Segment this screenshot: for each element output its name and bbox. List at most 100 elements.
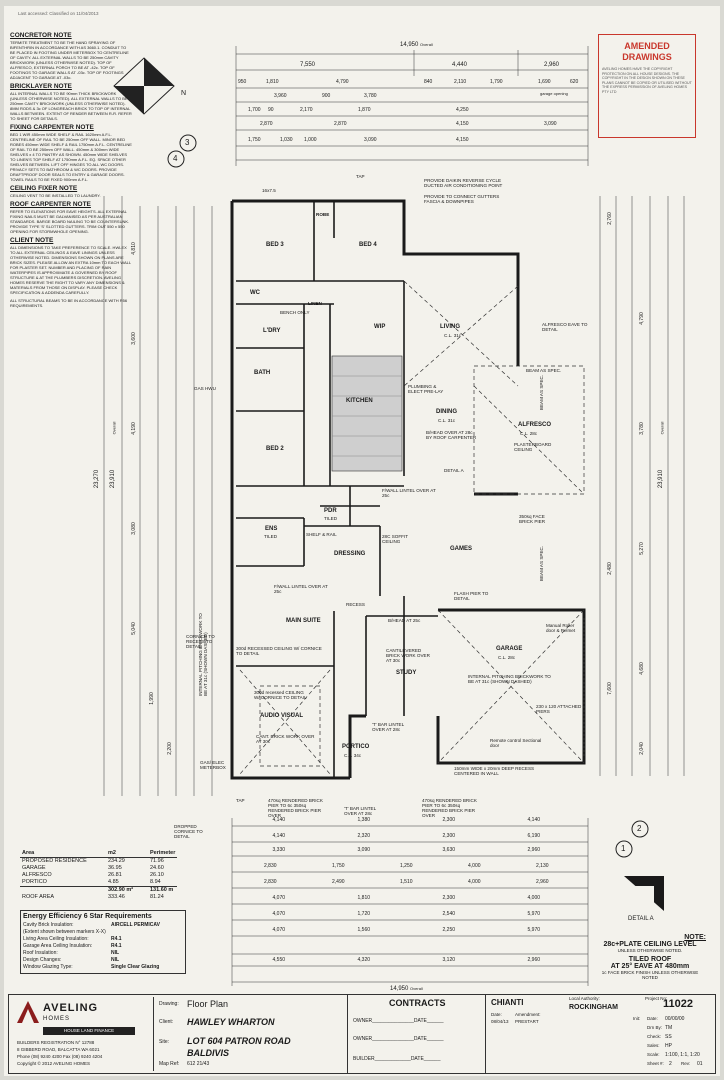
company-phone: Phone (08) 9240 4200 Fax (08) 9240 4204 <box>17 1054 103 1059</box>
company-copyright: Copyright © 2012 AVELING HOMES <box>17 1061 91 1066</box>
area-cell: 71.96 <box>150 858 164 864</box>
client-value: HAWLEY WHARTON <box>187 1017 275 1027</box>
area-header-area: Area <box>22 850 35 856</box>
mapref-label: Map Ref: <box>159 1061 180 1067</box>
detail-a-icon <box>624 876 664 911</box>
garage-opening-label: garage opening <box>540 91 568 96</box>
bottom-dim-value: 1,750 <box>332 863 345 869</box>
ceiling-note-line3: TILED ROOF <box>628 956 672 963</box>
room-wc: WC <box>250 290 260 296</box>
dim-left-7: 5,040 <box>130 622 137 635</box>
room-bed-4: BED 4 <box>359 242 377 248</box>
t-bar-lintel-note-2: 'T' BAR LINTEL OVER AT 28c <box>372 722 404 732</box>
amend-text: PRESTART <box>515 1019 539 1024</box>
roof-area-label: ROOF AREA <box>22 894 55 900</box>
area-cell: 4.85 <box>108 879 119 885</box>
internal-pitching-vertical-note: INTERNAL PITCHING BRICKWORK TO BE AT 31c… <box>198 613 208 696</box>
energy-label: Design Changes: <box>23 957 62 963</box>
company-logo-block: AVELING HOMES HOUSE LAND FINANCE BUILDER… <box>13 997 154 1071</box>
dim-right-5: 5,270 <box>638 542 645 555</box>
note-body: TERMITE TREATMENT TO BE THE HAND SPRAYIN… <box>10 40 129 80</box>
overall-width-bottom: 14,950 Overall <box>390 986 423 992</box>
mapref-value: 612 21/43 <box>187 1061 210 1067</box>
dim-top-r4-1: 90 <box>268 107 274 113</box>
ceiling-note-line1: 28c+PLATE CEILING LEVEL <box>603 941 697 948</box>
sales-label: Sales: <box>647 1043 660 1048</box>
dim-left-8: 1,990 <box>148 692 155 705</box>
bottom-dim-value: 2,540 <box>442 911 456 917</box>
bottom-dim-value: 4,550 <box>272 957 286 963</box>
area-cell: GARAGE <box>22 865 46 871</box>
dim-top-2: 4,440 <box>452 62 468 68</box>
beam-spec-1: BEAM AS SPEC. <box>526 368 562 373</box>
energy-label: Cavity Brick Insulation: <box>23 922 74 928</box>
section-marker-4-icon <box>167 150 185 168</box>
bottom-dim-value: 3,090 <box>357 847 371 853</box>
area-total-m2: 302.90 m² <box>108 887 134 893</box>
plumbing-note: PLUMBING & ELECT PRE-LAY <box>408 384 444 394</box>
roof-area-perimeter: 81.24 <box>150 894 164 900</box>
alfresco-eave-note: ALFRESCO EAVE TO DETAIL <box>542 322 588 332</box>
dim-top-r2-1: 1,810 <box>266 79 279 85</box>
amend-date: 08/04/13 <box>491 1019 509 1024</box>
bottom-dim-value: 4,000 <box>468 863 481 869</box>
company-address: 8 GIBBERD ROAD, BALCATTA WA 6021 <box>17 1047 100 1052</box>
room-games: GAMES <box>450 546 473 552</box>
locality-value: ROCKINGHAM <box>569 1004 618 1011</box>
dim-top-r5-0: 2,870 <box>260 121 273 127</box>
dim-top-r4-4: 4,250 <box>456 107 469 113</box>
dim-top-r5-3: 3,090 <box>544 121 557 127</box>
energy-label: Garage Area Ceiling Insulation: <box>23 943 93 949</box>
dim-right-6: 4,680 <box>638 662 645 675</box>
dim-top-r2-0: 950 <box>238 79 247 85</box>
area-cell: PORTICO <box>22 879 47 885</box>
bottom-dim-value: 4,320 <box>357 957 371 963</box>
bottom-dim-value: 2,830 <box>264 879 277 885</box>
recessed-ceiling-note-2: 300d recessed CEILING W/ CORNICE TO DETA… <box>254 690 307 700</box>
energy-title: Energy Efficiency 6 Star Requirements <box>23 913 152 920</box>
energy-label: Living Area Ceiling Insulation: <box>23 936 89 942</box>
checked-label: Check: <box>647 1034 662 1039</box>
energy-value: Single Clear Glazing <box>111 964 160 970</box>
brick-pier-note: 350sq FACE BRICK PIER <box>519 514 546 524</box>
scale-value: 1:100, 1:1, 1:20 <box>665 1052 700 1058</box>
dim-right-9: 7,600 <box>606 682 613 695</box>
drawing-sheet: Last accessed: Classified on 11/04/2013 … <box>4 6 720 1076</box>
amend-header: Amendment: <box>515 1012 541 1017</box>
tap-top-label: TAP <box>356 174 365 179</box>
room-powder: PDR <box>324 508 337 514</box>
dim-left-overall-1: 23,270 <box>94 469 101 489</box>
room-bath: BATH <box>254 370 271 376</box>
note-body: BED 1 WIR 450mm WIDE SHELF & RAIL 1620mm… <box>10 132 132 182</box>
note-heading: CEILING FIXER NOTE <box>10 185 78 192</box>
dim-left-6: 3,080 <box>130 522 137 535</box>
dim-right-overall: 23,910 <box>658 469 665 489</box>
design-name: CHIANTI <box>491 998 524 1007</box>
bottom-dim-value: 2,960 <box>527 847 541 853</box>
note-heading: FIXING CARPENTER NOTE <box>10 124 94 131</box>
bottom-dim-value: 2,250 <box>442 927 456 933</box>
dim-top-r6-3: 3,090 <box>364 137 377 143</box>
soffit-ceiling-note: 28C SOFFIT CEILING <box>382 534 408 544</box>
bottom-dim-value: 1,250 <box>400 863 413 869</box>
builders-reg: BUILDERS REGISTRATION N° 12788 <box>17 1040 95 1045</box>
room-portico: PORTICO <box>342 744 370 750</box>
bottom-dim-value: 2,130 <box>536 863 549 869</box>
room-audio-visual: AUDIO VISUAL <box>260 713 304 719</box>
detail-a-title: DETAIL A <box>628 916 654 922</box>
living-ceiling-level: C.L. 31c <box>444 333 462 338</box>
rendered-pier-note-2: 470sq RENDERED BRICK PIER TO 6c 350sq RE… <box>422 798 477 818</box>
locality-label: Local Authority: <box>569 996 600 1001</box>
scale-label: Scale: <box>647 1052 660 1057</box>
ceiling-note-line4: AT 25° EAVE AT 480mm <box>610 963 690 970</box>
sales-value: HP <box>665 1043 672 1049</box>
sheet-label: Sheet #: <box>647 1061 664 1066</box>
energy-value: AIRCELL PERMICAV <box>111 922 160 928</box>
bottom-dim-value: 4,070 <box>272 927 286 933</box>
north-compass-icon <box>113 57 175 115</box>
bhead-roof-carpenter-note: B/HEAD OVER AT 28c BY ROOF CARPENTER <box>426 430 477 440</box>
bottom-dim-value: 1,810 <box>357 895 371 901</box>
